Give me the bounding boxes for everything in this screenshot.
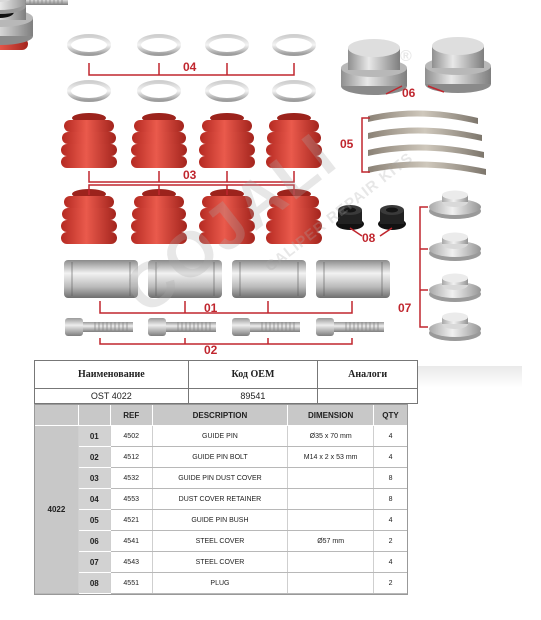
- callout-07: 07: [398, 301, 412, 315]
- row-qty: 4: [373, 509, 408, 531]
- table-row: 4022 01 4502 GUIDE PIN Ø35 x 70 mm 4: [34, 425, 408, 594]
- col-dimension: DIMENSION: [287, 404, 375, 426]
- callout-08: 08: [362, 231, 376, 245]
- table-row: 08 4551 PLUG 2: [35, 572, 408, 594]
- table-row: 05 4521 GUIDE PIN BUSH 4: [35, 509, 408, 531]
- bracket-01: [99, 301, 353, 314]
- cell-oem-code: 89541: [187, 388, 319, 404]
- retainer-rings-top: [67, 34, 316, 56]
- retainer-rings-bottom: [67, 80, 316, 102]
- corner-cell: [34, 404, 79, 426]
- bracket-07: [419, 206, 428, 328]
- row-qty: 2: [373, 530, 408, 552]
- parts-table: REF DESCRIPTION DIMENSION QTY 4022 01 45…: [34, 404, 408, 594]
- row-description: STEEL COVER: [151, 530, 289, 552]
- row-ref: 4553: [109, 488, 153, 510]
- row-ref: 4521: [109, 509, 153, 531]
- parts-header-row: REF DESCRIPTION DIMENSION QTY: [34, 404, 408, 426]
- row-number: 08: [77, 572, 111, 594]
- row-description: GUIDE PIN: [151, 425, 289, 447]
- row-qty: 4: [373, 446, 408, 468]
- col-qty: QTY: [373, 404, 408, 426]
- row-number: 03: [77, 467, 111, 489]
- row-number: 04: [77, 488, 111, 510]
- cell-name: OST 4022: [34, 388, 189, 404]
- row-dimension: M14 x 2 x 53 mm: [287, 446, 375, 468]
- row-ref: 4551: [109, 572, 153, 594]
- steel-covers-07: [0, 0, 481, 341]
- row-ref: 4512: [109, 446, 153, 468]
- row-description: GUIDE PIN BUSH: [151, 509, 289, 531]
- bracket-02: [99, 338, 353, 345]
- shadow-bar: [418, 366, 522, 388]
- bracket-06: [385, 85, 445, 95]
- row-number: 07: [77, 551, 111, 573]
- row-dimension: [287, 467, 375, 489]
- callout-05: 05: [340, 137, 354, 151]
- row-description: GUIDE PIN DUST COVER: [151, 467, 289, 489]
- row-dimension: [287, 488, 375, 510]
- row-ref: 4532: [109, 467, 153, 489]
- row-number: 02: [77, 446, 111, 468]
- row-description: STEEL COVER: [151, 551, 289, 573]
- parts-photo: [0, 0, 491, 345]
- col-ref: REF: [109, 404, 153, 426]
- row-number: 01: [77, 425, 111, 447]
- callout-06: 06: [402, 86, 416, 100]
- callout-02: 02: [204, 343, 218, 357]
- guide-pins: [64, 260, 390, 298]
- oem-table: Наименование Код OEM Аналоги OST 4022 89…: [34, 360, 418, 404]
- row-description: PLUG: [151, 572, 289, 594]
- guide-pin-bushes: [368, 110, 486, 175]
- row-number: 06: [77, 530, 111, 552]
- row-dimension: [287, 551, 375, 573]
- row-qty: 8: [373, 488, 408, 510]
- table-row: 07 4543 STEEL COVER 4: [35, 551, 408, 573]
- row-qty: 4: [373, 551, 408, 573]
- table-row: 06 4541 STEEL COVER Ø57 mm 2: [35, 530, 408, 552]
- row-dimension: Ø57 mm: [287, 530, 375, 552]
- bracket-05: [361, 117, 370, 173]
- row-number: 05: [77, 509, 111, 531]
- row-qty: 2: [373, 572, 408, 594]
- row-qty: 8: [373, 467, 408, 489]
- callout-03: 03: [183, 168, 197, 182]
- row-dimension: [287, 509, 375, 531]
- bracket-08: [349, 227, 393, 237]
- row-description: DUST COVER RETAINER: [151, 488, 289, 510]
- row-dimension: Ø35 x 70 mm: [287, 425, 375, 447]
- header-oem-code: Код OEM: [187, 360, 319, 389]
- row-dimension: [287, 572, 375, 594]
- row-qty: 4: [373, 425, 408, 447]
- bracket-04: [88, 63, 295, 76]
- bracket-03: [88, 171, 295, 195]
- row-ref: 4543: [109, 551, 153, 573]
- callout-01: 01: [204, 301, 218, 315]
- group-number: 4022: [34, 425, 79, 594]
- watermark-registered: ®: [400, 48, 412, 65]
- header-name: Наименование: [34, 360, 189, 389]
- row-ref: 4502: [109, 425, 153, 447]
- table-row: 02 4512 GUIDE PIN BOLT M14 x 2 x 53 mm 4: [35, 446, 408, 468]
- table-row: 04 4553 DUST COVER RETAINER 8: [35, 488, 408, 510]
- row-description: GUIDE PIN BOLT: [151, 446, 289, 468]
- cell-analogs: [317, 388, 418, 404]
- header-analogs: Аналоги: [317, 360, 418, 389]
- callout-04: 04: [183, 60, 197, 74]
- col-description: DESCRIPTION: [151, 404, 289, 426]
- row-ref: 4541: [109, 530, 153, 552]
- corner-cell: [77, 404, 111, 426]
- table-row: 03 4532 GUIDE PIN DUST COVER 8: [35, 467, 408, 489]
